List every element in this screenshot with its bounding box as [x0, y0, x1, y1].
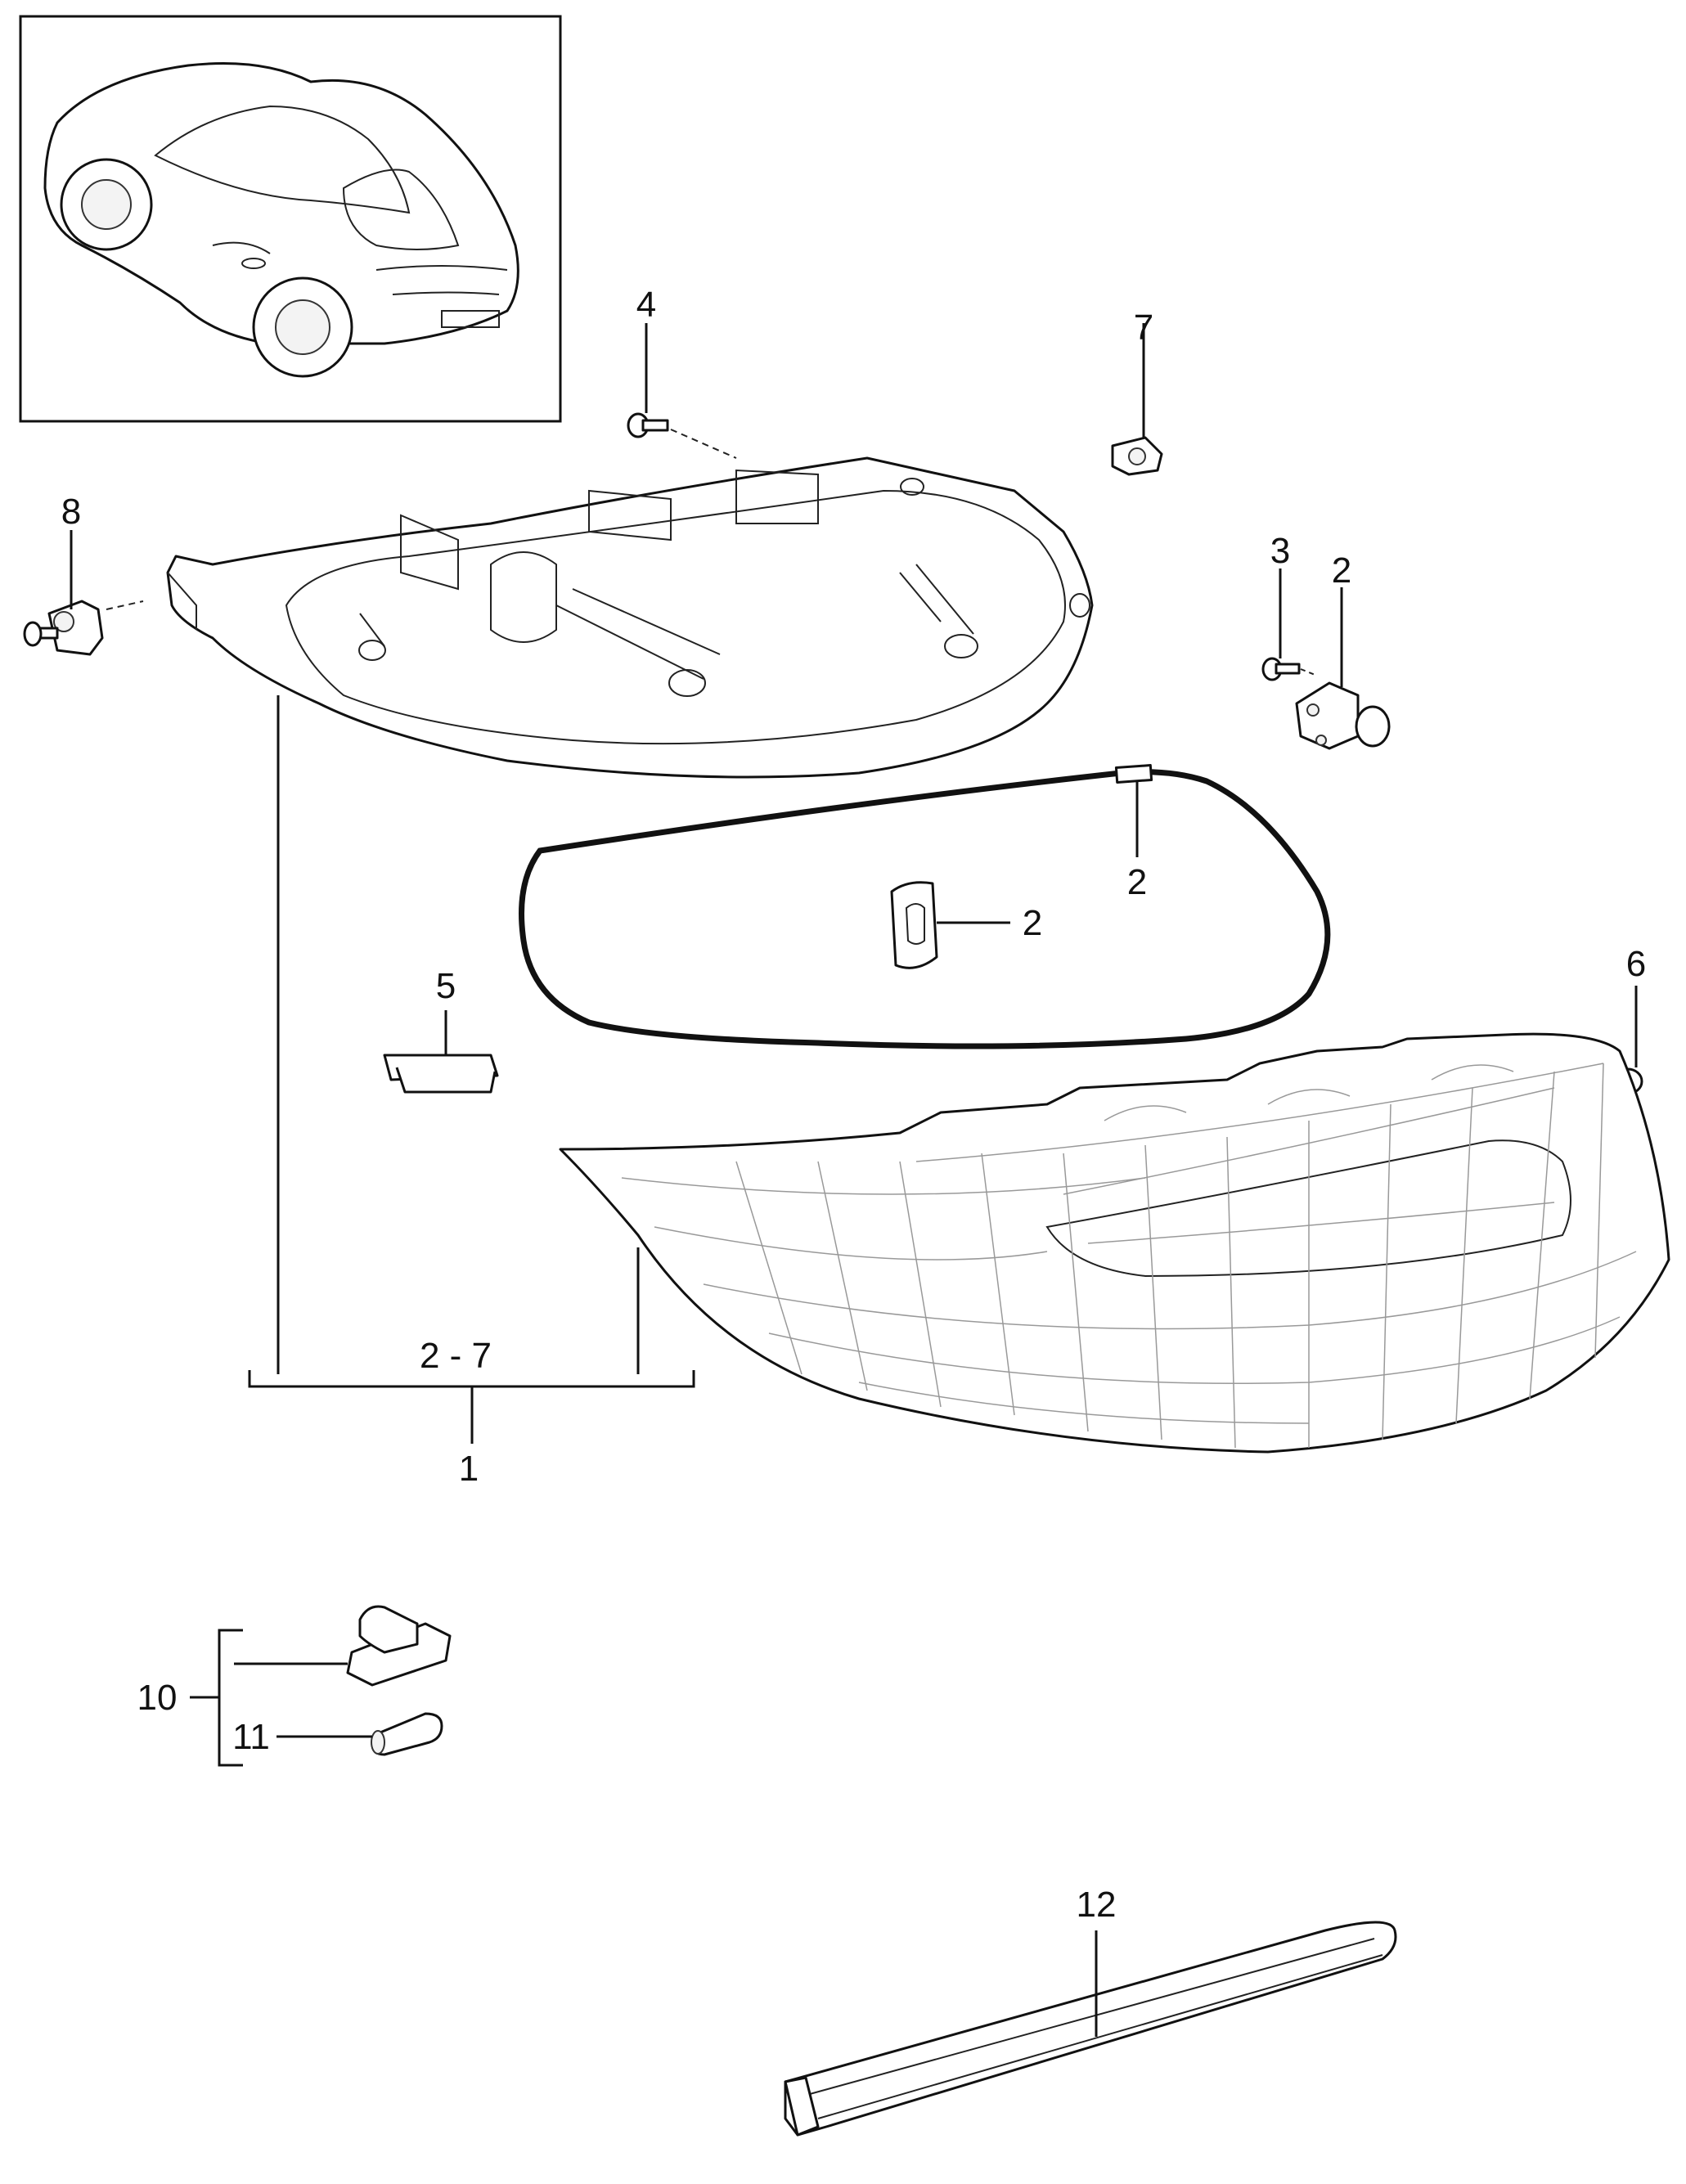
tail-lamp-housing: [166, 456, 1094, 779]
callout-7: 7: [1134, 308, 1153, 348]
inset-frame: [19, 15, 562, 423]
gasket-part-2: [519, 764, 1331, 1049]
vehicle-overview-inset: [19, 15, 562, 423]
connector-part-8: [23, 600, 144, 656]
screw-part-4: [627, 412, 737, 459]
clip-nut-part-7: [1111, 436, 1163, 476]
callout-5: 5: [436, 966, 456, 1006]
lens-pattern: [621, 1063, 1637, 1449]
screw-part-3: [1261, 657, 1318, 681]
callout-11: 11: [232, 1717, 270, 1757]
callout-1: 1: [459, 1449, 479, 1489]
third-brake-light-part-12: [784, 1921, 1397, 2137]
callout-3: 3: [1270, 531, 1290, 571]
callout-4: 4: [636, 285, 656, 325]
leader-lines: [70, 323, 1638, 2037]
callout-labels: 4 7 8 3 2 2 2 5 6 2 - 7 1 10 11 12: [61, 285, 1646, 1925]
callout-range-2-7: 2 - 7: [420, 1336, 492, 1376]
callout-6: 6: [1626, 944, 1646, 984]
callout-8: 8: [61, 492, 81, 532]
bulb-socket-part-10: [346, 1605, 452, 1687]
clip-part-5: [383, 1054, 499, 1094]
callout-10: 10: [137, 1678, 178, 1718]
tail-lamp-lens: [559, 1032, 1670, 1454]
callout-2-grommet: 2: [1023, 903, 1042, 943]
callout-12: 12: [1077, 1885, 1117, 1925]
bulb-holder-part-2: [1295, 681, 1391, 750]
grommet-part-2: [890, 881, 938, 969]
car-rear-view-illustration: [43, 62, 519, 378]
bulb-part-11: [371, 1712, 443, 1756]
callout-2-gasket: 2: [1127, 862, 1147, 902]
callout-2-bulb-holder: 2: [1332, 550, 1351, 591]
